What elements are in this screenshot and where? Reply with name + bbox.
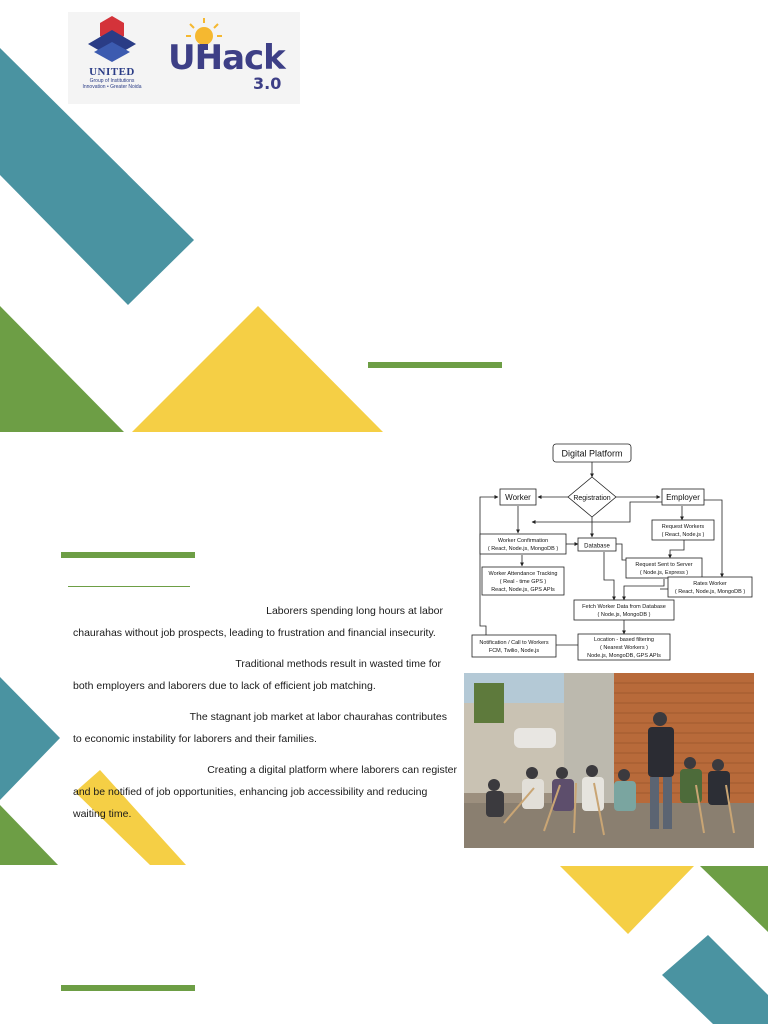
green-triangle-left xyxy=(0,306,124,432)
uhack-logo-text: UHack xyxy=(168,38,286,78)
svg-text:FCM, Twilio, Node.js: FCM, Twilio, Node.js xyxy=(489,648,540,654)
green-accent-bar-bottom xyxy=(61,985,195,991)
svg-text:Worker Attendance Tracking: Worker Attendance Tracking xyxy=(489,571,558,577)
problem-paragraph-3: The stagnant job market at labor chaurah… xyxy=(73,706,447,750)
svg-text:Node.js, MongoDB, GPS APIs: Node.js, MongoDB, GPS APIs xyxy=(587,653,661,659)
flow-node-request-workers: Request Workers ( React, Node.js ) xyxy=(651,519,715,541)
green-triangle-mid-left xyxy=(0,805,58,865)
flow-node-notification: Notification / Call to Workers FCM, Twil… xyxy=(471,634,557,658)
flow-node-employer: Employer xyxy=(661,488,705,506)
svg-text:Registration: Registration xyxy=(573,495,610,502)
svg-text:( React, Node.js, MongoDB ): ( React, Node.js, MongoDB ) xyxy=(675,589,745,595)
green-accent-bar-mid xyxy=(61,552,195,558)
green-underline-thin xyxy=(68,586,190,587)
yellow-band-mid-left xyxy=(75,770,186,865)
paragraph-line: Creating a digital platform where labore… xyxy=(207,764,457,776)
paragraph-line: and be notified of job opportunities, en… xyxy=(73,786,428,798)
yellow-triangle-top xyxy=(132,306,383,432)
flow-node-attendance: Worker Attendance Tracking ( Real - time… xyxy=(481,566,565,596)
problem-paragraph-1: Laborers spending long hours at labor ch… xyxy=(73,600,443,644)
svg-text:Request Workers: Request Workers xyxy=(662,524,705,530)
svg-text:Request Sent to Server: Request Sent to Server xyxy=(635,562,692,568)
paragraph-line: chaurahas without job prospects, leading… xyxy=(73,627,436,639)
flow-node-platform: Digital Platform xyxy=(552,443,632,463)
svg-text:Location - based filtering: Location - based filtering xyxy=(594,637,654,643)
lightbulb-icon xyxy=(186,18,222,50)
paragraph-line: Traditional methods result in wasted tim… xyxy=(235,658,441,670)
teal-band-bottom-right xyxy=(662,935,768,1024)
flow-node-fetch: Fetch Worker Data from Database ( Node.j… xyxy=(573,599,675,621)
svg-text:( React, Node.js, MongoDB ): ( React, Node.js, MongoDB ) xyxy=(488,546,558,552)
svg-text:Fetch Worker Data from Databas: Fetch Worker Data from Database xyxy=(582,604,666,610)
svg-text:( Node.js, Express ): ( Node.js, Express ) xyxy=(640,570,688,576)
svg-text:React, Node.js, GPS APIs: React, Node.js, GPS APIs xyxy=(491,587,555,593)
svg-text:Employer: Employer xyxy=(666,493,700,502)
paragraph-line: to economic instability for laborers and… xyxy=(73,733,317,745)
teal-triangle-mid-left xyxy=(0,677,60,800)
svg-text:( Real - time GPS ): ( Real - time GPS ) xyxy=(500,579,547,585)
flow-node-rates-worker: Rates Worker ( React, Node.js, MongoDB ) xyxy=(667,576,753,598)
paragraph-line: both employers and laborers due to lack … xyxy=(73,680,376,692)
paragraph-line: Laborers spending long hours at labor xyxy=(266,605,443,617)
laborers-photo xyxy=(464,673,754,848)
svg-text:Database: Database xyxy=(584,544,610,550)
green-accent-bar-top xyxy=(368,362,502,368)
flow-node-worker: Worker xyxy=(499,488,537,506)
flow-node-registration: Registration xyxy=(567,476,617,518)
uhack-logo-version: 3.0 xyxy=(253,74,282,93)
paragraph-line: waiting time. xyxy=(73,808,132,820)
united-logo-emblem xyxy=(88,16,136,62)
svg-text:Rates Worker: Rates Worker xyxy=(693,581,727,587)
solution-paragraph: Creating a digital platform where labore… xyxy=(73,759,457,825)
green-triangle-bottom-right xyxy=(700,866,768,932)
svg-text:( Nearest Workers ): ( Nearest Workers ) xyxy=(600,645,648,651)
svg-text:( Node.js, MongoDB ): ( Node.js, MongoDB ) xyxy=(598,612,651,618)
logos-banner: UNITED Group of Institutions Innovation … xyxy=(68,12,300,104)
flow-node-worker-confirmation: Worker Confirmation ( React, Node.js, Mo… xyxy=(479,533,567,555)
svg-text:Worker Confirmation: Worker Confirmation xyxy=(498,538,548,544)
flow-node-database: Database xyxy=(577,537,617,552)
problem-paragraph-2: Traditional methods result in wasted tim… xyxy=(73,653,441,697)
flow-node-request-server: Request Sent to Server ( Node.js, Expres… xyxy=(625,557,703,579)
svg-text:Notification / Call to Workers: Notification / Call to Workers xyxy=(479,640,549,646)
yellow-triangle-bottom-right xyxy=(560,866,694,934)
svg-text:Worker: Worker xyxy=(505,493,531,502)
teal-diagonal-band-top xyxy=(0,48,194,305)
united-logo-subtitle: Group of Institutions Innovation • Great… xyxy=(82,78,142,90)
flow-node-location: Location - based filtering ( Nearest Wor… xyxy=(577,633,671,661)
system-flowchart: Digital Platform Registration Worker Emp… xyxy=(471,443,753,661)
svg-text:( React, Node.js ): ( React, Node.js ) xyxy=(662,532,705,538)
paragraph-line: The stagnant job market at labor chaurah… xyxy=(189,711,447,723)
united-logo-text: UNITED xyxy=(89,66,135,78)
svg-text:Digital Platform: Digital Platform xyxy=(561,449,622,459)
